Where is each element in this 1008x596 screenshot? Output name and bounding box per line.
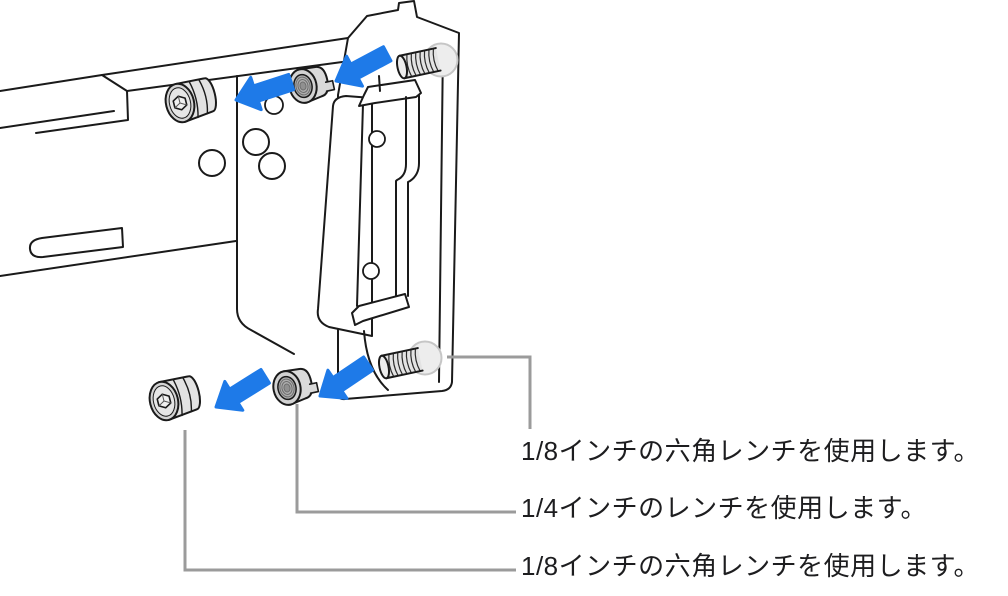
callout-label-barrel-nut: 1/4インチのレンチを使用します。	[521, 493, 928, 523]
rail-bottom-edge	[0, 240, 237, 277]
slide-rail	[0, 37, 358, 355]
callout-line-hex-screw	[183, 430, 516, 572]
bracket-side-plate	[316, 95, 373, 337]
lower-hex-screw	[144, 372, 205, 425]
callout-lines	[183, 355, 532, 572]
bracket-face-fold-line	[378, 75, 381, 92]
callout-line-barrel-nut	[295, 404, 516, 514]
bracket-channel-left-edge	[356, 103, 364, 307]
lower-barrel-nut	[269, 364, 321, 409]
rail-top-rear-edge	[101, 37, 349, 76]
rail-inner-edge	[0, 110, 115, 129]
bracket-inner-right-edge	[438, 44, 444, 383]
bracket-latch-tongue-inner	[395, 96, 407, 301]
bracket-lower-fold-curve	[363, 330, 389, 391]
callout-label-upper-stud: 1/8インチの六角レンチを使用します。	[521, 436, 981, 466]
callout-label-hex-screw: 1/8インチの六角レンチを使用します。	[521, 551, 981, 581]
left-arrow-icon	[205, 360, 276, 423]
bracket-hole	[362, 262, 380, 280]
upper-hex-screw	[160, 74, 221, 127]
rail-hole	[242, 128, 270, 156]
bracket-latch-tongue-outer	[407, 94, 420, 297]
bracket-channel-bottom-bar	[351, 293, 410, 326]
rail-right-edge	[236, 75, 295, 355]
rail-slide-tab	[28, 227, 124, 259]
callout-line-upper-stud	[447, 355, 532, 429]
bracket-channel-top-bar	[358, 79, 422, 107]
rail-hole	[198, 149, 226, 177]
rail-top-front-edge	[126, 59, 358, 92]
rail-holes	[198, 95, 286, 180]
rail-hole	[258, 152, 286, 180]
bracket-hole	[368, 130, 386, 148]
